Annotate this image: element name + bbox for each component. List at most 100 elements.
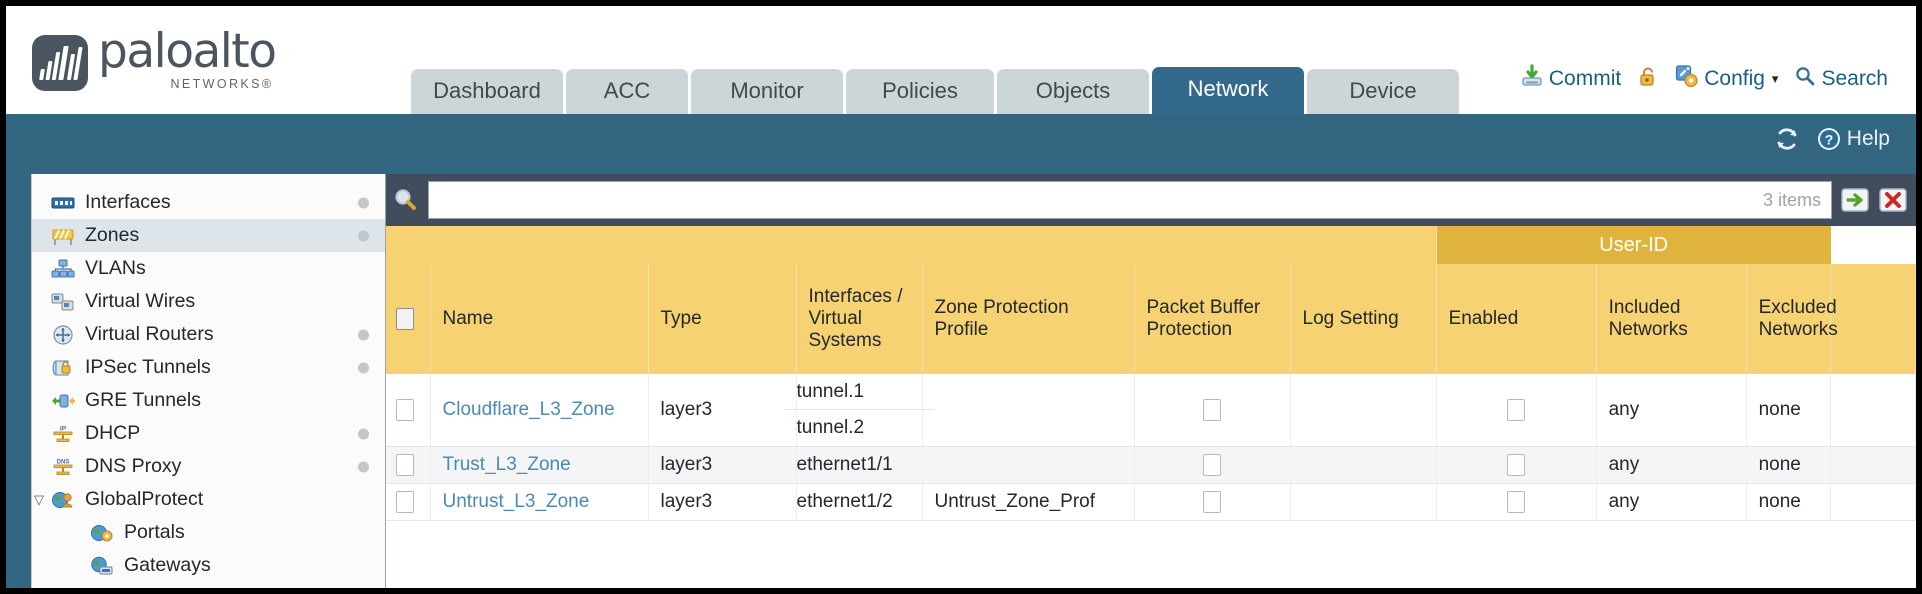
- row-select-cell: [386, 374, 431, 447]
- clear-filter-button[interactable]: [1878, 185, 1908, 215]
- gre-tunnels-icon: [50, 391, 76, 411]
- sidebar-item-globalprotect[interactable]: ▽ GlobalProtect: [32, 483, 385, 516]
- sidebar-item-gateways[interactable]: Gateways: [32, 549, 385, 582]
- dhcp-icon: IP: [53, 425, 73, 442]
- log-setting-cell: [1290, 374, 1437, 447]
- config-dropdown[interactable]: Config ▾: [1675, 64, 1778, 94]
- zone-name-link[interactable]: Trust_L3_Zone: [442, 454, 571, 475]
- ipsec-tunnels-icon: [52, 360, 71, 375]
- user-id-enabled-cell: [1436, 374, 1597, 447]
- column-header-type[interactable]: Type: [648, 264, 797, 374]
- svg-text:DNS: DNS: [57, 459, 70, 465]
- expand-triangle-icon[interactable]: ▽: [34, 491, 44, 507]
- sidebar-item-ipsec-tunnels[interactable]: IPSec Tunnels: [32, 351, 385, 384]
- sidebar-item-label: Portals: [124, 521, 185, 543]
- sidebar-item-label: DNS Proxy: [85, 455, 182, 477]
- virtual-wires-icon: [50, 292, 76, 312]
- tab-monitor[interactable]: Monitor: [691, 69, 843, 114]
- commit-button[interactable]: Commit: [1520, 64, 1621, 94]
- select-all-checkbox[interactable]: [396, 307, 414, 330]
- search-label: Search: [1821, 67, 1888, 90]
- row-select-cell: [386, 446, 431, 484]
- config-label: Config: [1704, 67, 1765, 90]
- tab-device[interactable]: Device: [1307, 69, 1459, 114]
- zone-interfaces-cell: tunnel.1 tunnel.2: [784, 374, 934, 447]
- interface-entry: tunnel.1: [784, 374, 934, 410]
- filter-input[interactable]: 3 items: [428, 181, 1832, 219]
- filter-search-icon[interactable]: [392, 186, 420, 214]
- user-id-enabled-checkbox[interactable]: [1507, 490, 1526, 513]
- search-button[interactable]: Search: [1794, 65, 1888, 93]
- column-header-enabled[interactable]: Enabled: [1436, 264, 1597, 374]
- zone-type-cell: layer3: [648, 446, 797, 484]
- zone-name-link[interactable]: Untrust_L3_Zone: [442, 491, 590, 512]
- packet-buffer-protection-checkbox[interactable]: [1203, 398, 1221, 421]
- zone-name-link[interactable]: Cloudflare_L3_Zone: [442, 399, 615, 420]
- user-id-enabled-cell: [1436, 446, 1597, 484]
- tab-policies[interactable]: Policies: [846, 69, 994, 114]
- band-actions: ? Help: [1774, 126, 1890, 152]
- log-setting-cell: [1290, 446, 1437, 484]
- sidebar-item-label: VLANs: [85, 257, 146, 279]
- row-select-checkbox[interactable]: [396, 453, 414, 476]
- lock-button[interactable]: [1637, 65, 1659, 94]
- column-header-packet-buffer-protection[interactable]: Packet Buffer Protection: [1134, 264, 1291, 374]
- sidebar-item-interfaces[interactable]: Interfaces: [32, 186, 385, 219]
- apply-filter-button[interactable]: [1840, 185, 1870, 215]
- top-actions: Commit: [1520, 64, 1888, 94]
- sidebar-item-zones[interactable]: Zones: [32, 219, 385, 252]
- filter-bar: 3 items: [386, 174, 1916, 226]
- column-header-interfaces-virtual-systems[interactable]: Interfaces / Virtual Systems: [796, 264, 923, 374]
- interface-entry: tunnel.2: [796, 417, 865, 438]
- tab-dashboard[interactable]: Dashboard: [411, 69, 563, 114]
- zone-name-cell: Trust_L3_Zone: [430, 446, 649, 484]
- packet-buffer-protection-checkbox[interactable]: [1203, 453, 1221, 476]
- sidebar-item-label: Gateways: [124, 554, 211, 576]
- commit-download-icon: [1520, 64, 1544, 94]
- sidebar-item-label: Virtual Wires: [85, 290, 196, 312]
- zone-type-cell: layer3: [648, 374, 797, 447]
- tab-objects[interactable]: Objects: [997, 69, 1149, 114]
- excluded-networks-cell: none: [1746, 446, 1832, 484]
- refresh-button[interactable]: [1774, 126, 1800, 152]
- sidebar-item-status-dot: [358, 461, 369, 472]
- row-select-checkbox[interactable]: [396, 490, 414, 513]
- sidebar-item-label: Zones: [85, 224, 140, 246]
- ipsec-tunnels-icon: [50, 358, 76, 378]
- column-header-excluded-networks[interactable]: Excluded Networks: [1746, 264, 1838, 374]
- row-select-checkbox[interactable]: [396, 398, 414, 421]
- tab-network[interactable]: Network: [1152, 67, 1304, 114]
- sidebar-item-virtual-wires[interactable]: Virtual Wires: [32, 285, 385, 318]
- interfaces-icon: [51, 197, 75, 208]
- sidebar-item-gre-tunnels[interactable]: GRE Tunnels: [32, 384, 385, 417]
- column-header-included-networks[interactable]: Included Networks: [1596, 264, 1747, 374]
- sidebar-item-vlans[interactable]: VLANs: [32, 252, 385, 285]
- help-button[interactable]: ? Help: [1816, 126, 1890, 152]
- user-id-enabled-checkbox[interactable]: [1507, 398, 1526, 421]
- sidebar-item-label: Interfaces: [85, 191, 171, 213]
- tab-acc[interactable]: ACC: [566, 69, 688, 114]
- zones-icon: [50, 226, 76, 246]
- sidebar-item-status-dot: [358, 197, 369, 208]
- packet-buffer-protection-cell: [1134, 483, 1291, 521]
- column-header-log-setting[interactable]: Log Setting: [1290, 264, 1437, 374]
- sidebar-item-label: GlobalProtect: [85, 488, 204, 510]
- column-header-name[interactable]: Name: [430, 264, 649, 374]
- user-id-enabled-cell: [1436, 483, 1597, 521]
- sidebar-item-dns-proxy[interactable]: DNS DNS Proxy: [32, 450, 385, 483]
- sidebar-item-virtual-routers[interactable]: Virtual Routers: [32, 318, 385, 351]
- user-id-enabled-checkbox[interactable]: [1507, 453, 1526, 476]
- packet-buffer-protection-checkbox[interactable]: [1203, 490, 1221, 513]
- zones-icon: [52, 229, 74, 245]
- zone-name-cell: Cloudflare_L3_Zone: [430, 374, 649, 447]
- column-header-zone-protection-profile[interactable]: Zone Protection Profile: [922, 264, 1135, 374]
- sidebar-item-portals[interactable]: Portals: [32, 516, 385, 549]
